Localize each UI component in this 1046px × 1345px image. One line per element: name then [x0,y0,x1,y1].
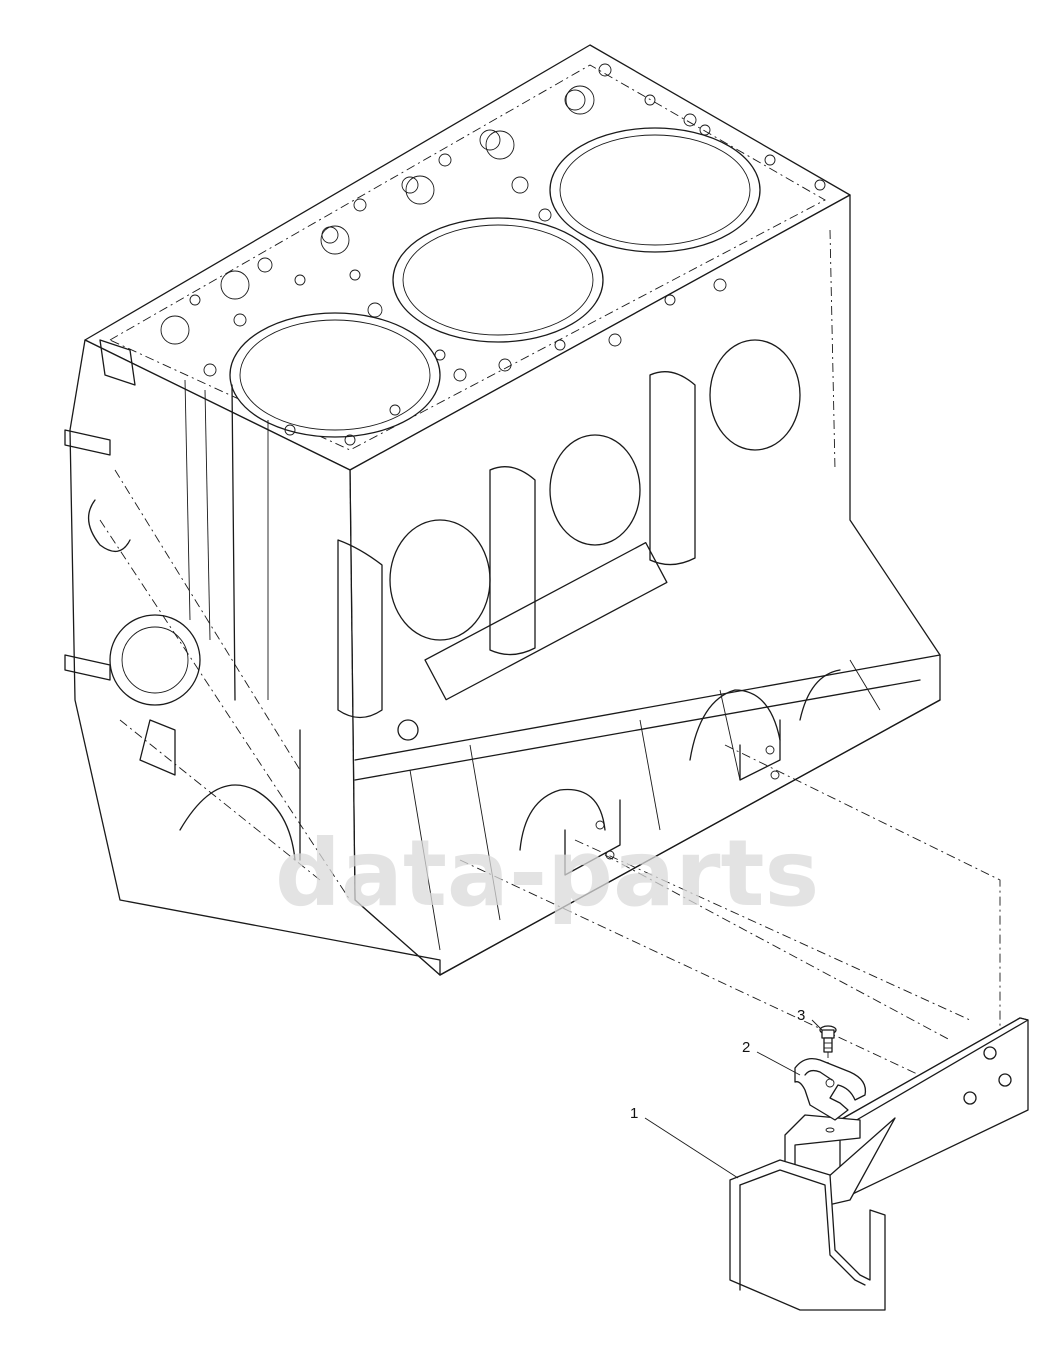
callout-1: 1 [630,1105,638,1122]
bolt-part [819,1025,837,1053]
bracket-part [729,1017,1029,1311]
clip-part [794,1057,867,1121]
engine-block [64,44,941,976]
callout-2: 2 [742,1039,750,1056]
block-left-details [64,339,351,901]
crankcase-arches [409,659,881,951]
deck-holes [160,63,826,446]
callout-3: 3 [797,1007,805,1024]
watermark-text: data-parts [275,820,819,927]
block-left-face [69,339,441,976]
callout-leaders [644,1019,823,1179]
cylinder-bores [229,127,761,701]
front-face-openings [337,339,801,741]
